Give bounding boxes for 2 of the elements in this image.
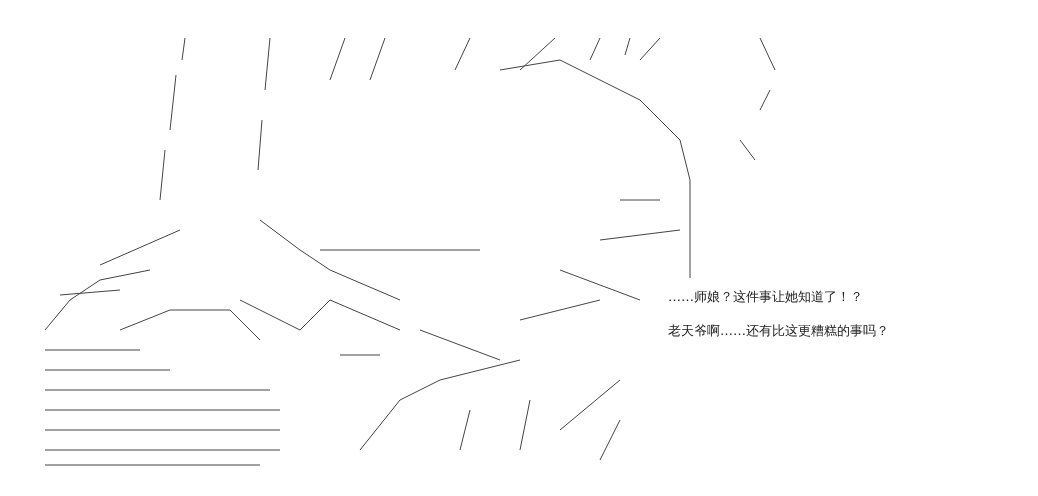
dialogue-text: 老天爷啊……还有比这更糟糕的事吗？ (668, 322, 889, 340)
dialogue-text: ……师娘？这件事让她知道了！？ (668, 288, 863, 306)
